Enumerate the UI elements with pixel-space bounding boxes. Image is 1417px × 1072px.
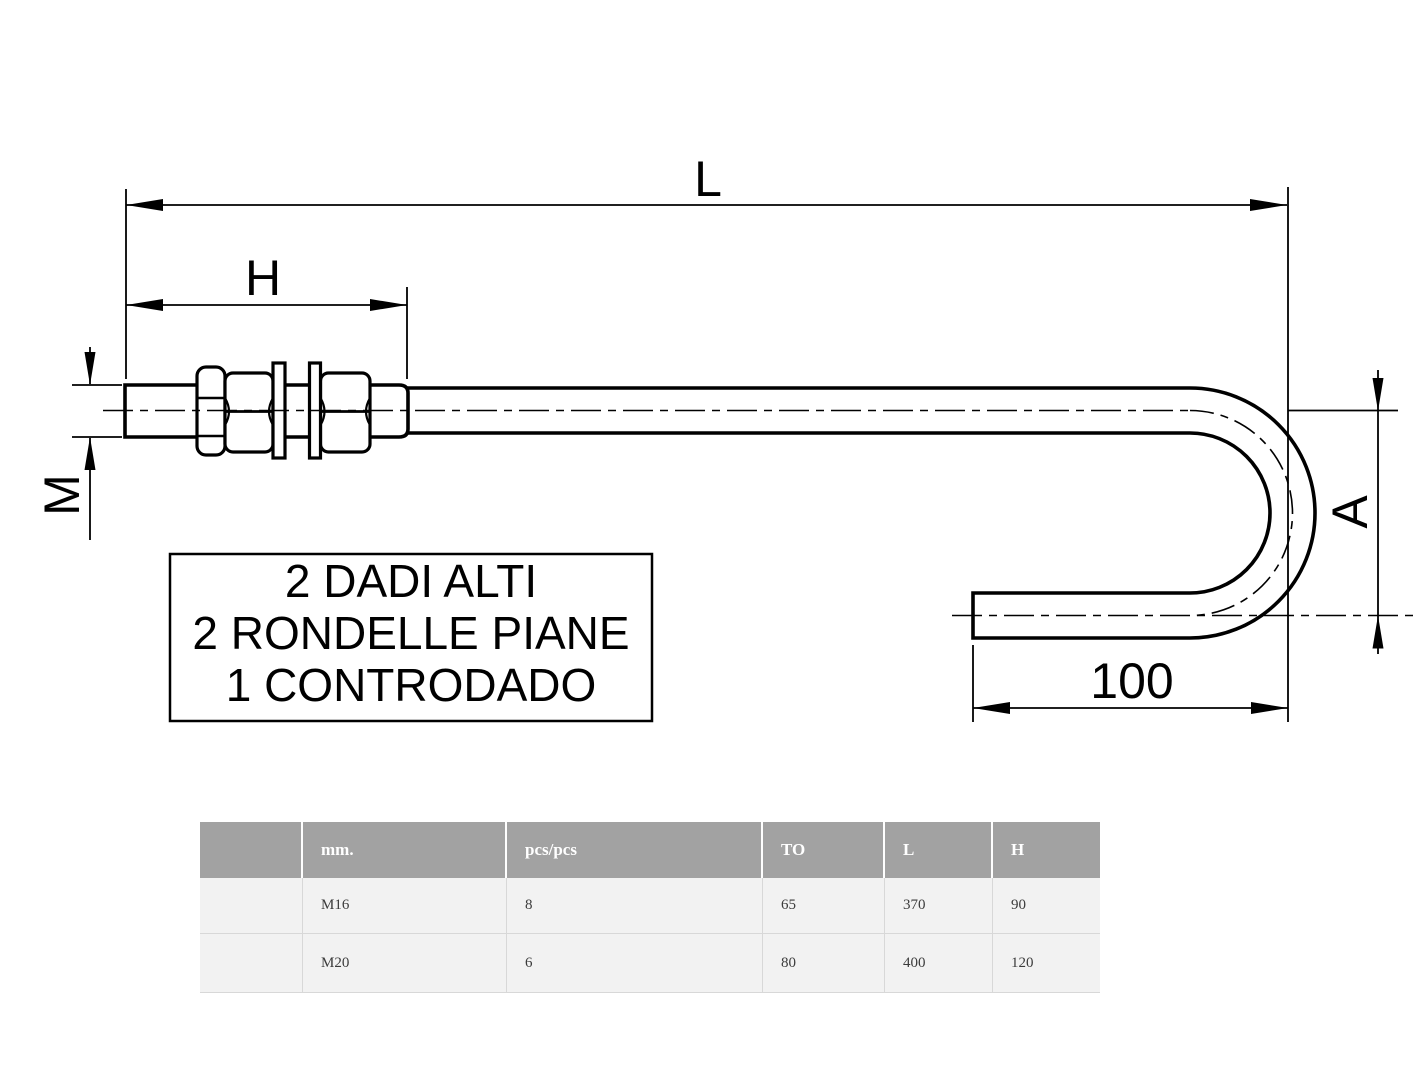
header-cell-blank [200,822,303,878]
table-cell: 120 [1011,955,1034,971]
table-body: M16 8 65 370 90 M20 6 80 400 120 [200,878,1100,993]
dimension-L [125,187,1289,722]
note-line-1: 2 DADI ALTI [285,555,537,607]
label-100: 100 [1090,653,1173,709]
table-cell: M20 [303,934,507,992]
note-line-3: 1 CONTRODADO [226,659,597,711]
j-bolt-drawing: L H M A [34,151,1413,723]
dimension-A [1288,370,1398,654]
header-cell-h: H [1011,840,1025,859]
table-cell: 370 [885,878,993,933]
table-cell [200,878,303,933]
note-box [168,552,654,723]
dimension-H [126,287,408,379]
table-cell: 400 [885,934,993,992]
label-M: M [34,474,90,516]
spec-table: mm. pcs/pcs TO L H M16 8 65 370 90 M20 6… [200,822,1100,993]
header-cell-l: L [885,822,993,878]
table-header-row: mm. pcs/pcs TO L H [200,822,1100,878]
label-L: L [694,151,722,207]
table-row: M16 8 65 370 90 [200,878,1100,934]
hex-nut-right [318,371,372,454]
hook-centerline-arc [1189,409,1294,617]
hex-nut-left [223,371,275,454]
header-cell-pcs: pcs/pcs [507,822,763,878]
dimension-M [72,347,122,540]
table-cell: 80 [763,934,885,992]
hook-inner-arc [1189,431,1272,595]
label-H: H [245,250,281,306]
note-line-2: 2 RONDELLE PIANE [192,607,629,659]
table-row: M20 6 80 400 120 [200,934,1100,993]
table-cell: 6 [507,934,763,992]
table-cell: 65 [763,878,885,933]
table-cell: M16 [303,878,507,933]
hook-outer-arc [1189,386,1317,640]
table-cell: 8 [507,878,763,933]
table-cell: 90 [1011,897,1026,913]
label-A: A [1322,495,1378,529]
table-cell [200,934,303,992]
header-cell-to: TO [763,822,885,878]
header-cell-mm: mm. [303,822,507,878]
dimension-100 [972,645,1288,722]
